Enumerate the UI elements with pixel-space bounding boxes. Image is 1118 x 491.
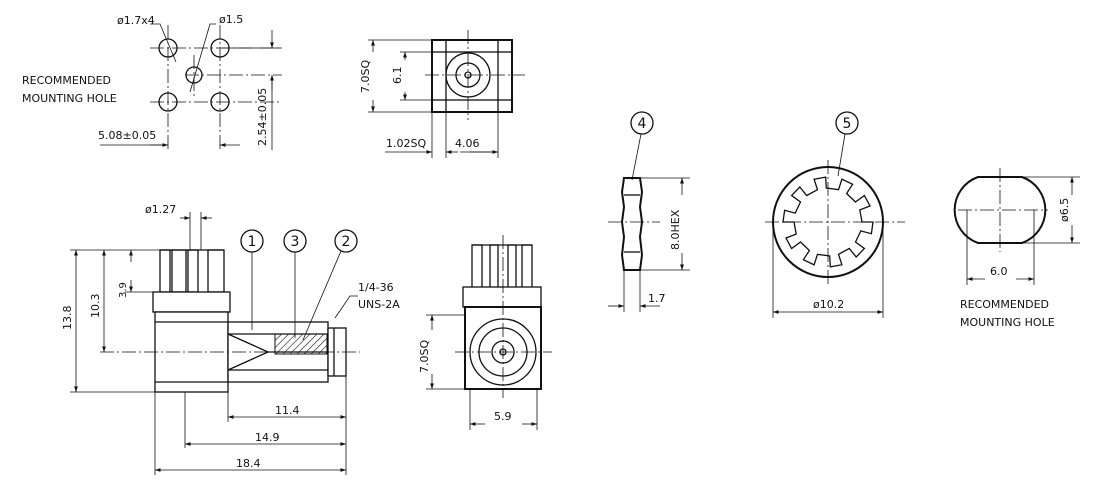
pin-dia-dim: ø1.27 [145, 203, 176, 216]
center-hole-dia-label: ø1.5 [219, 13, 243, 26]
callout-2-label: 2 [342, 234, 351, 250]
pin-pitch-dim: 4.06 [455, 137, 480, 150]
center-hole-circle [185, 66, 203, 84]
spacing-v-dim: 2.54±0.05 [256, 88, 269, 146]
panel-hole-dia-dim: ø6.5 [1058, 198, 1071, 222]
thread-hatch [274, 333, 328, 355]
mounting-label-line2: MOUNTING HOLE [22, 92, 117, 105]
hex-nut-outline [620, 177, 644, 271]
panel-hole-view: ø6.5 6.0 RECOMMENDED MOUNTING HOLE [953, 168, 1080, 329]
top-outer-sq-dim: 7.0SQ [359, 60, 372, 93]
callout-5-label: 5 [843, 116, 852, 132]
panel-hole-flat-dim: 6.0 [990, 265, 1008, 278]
hole-dia-x4-label: ø1.7x4 [117, 14, 155, 27]
hex-nut-view: 4 8.0HEX 1.7 [608, 111, 690, 312]
panel-label-line2: MOUNTING HOLE [960, 316, 1055, 329]
panel-label-line1: RECOMMENDED [960, 298, 1049, 311]
front-width-dim: 5.9 [494, 410, 512, 423]
callout-bubble [334, 229, 358, 253]
hex-size-dim: 8.0HEX [669, 209, 682, 250]
side-view: 3.9 10.3 13.8 ø1.27 11.4 14.9 18.4 1/4-3… [61, 203, 400, 475]
mounting-hole-circle [158, 38, 178, 58]
mounting-label-line1: RECOMMENDED [22, 74, 111, 87]
callout-bubble [835, 111, 859, 135]
callout-3-label: 3 [291, 234, 300, 250]
hex-thickness-dim: 1.7 [648, 292, 666, 305]
top-view: 7.0SQ 6.1 1.02SQ 4.06 [359, 30, 525, 158]
lock-washer-view: 5 ø10.2 [765, 111, 905, 318]
callout-1-label: 1 [248, 234, 257, 250]
thread-spec-line1: 1/4-36 [358, 281, 394, 294]
mounting-hole-circle [158, 92, 178, 112]
side-height-mid-dim: 10.3 [89, 294, 102, 319]
front-view: 7.0SQ 5.9 [418, 235, 552, 430]
side-height-total-dim: 13.8 [61, 306, 74, 331]
mounting-hole-circle [210, 92, 230, 112]
top-inner-dim: 6.1 [391, 67, 404, 85]
len-total-dim: 18.4 [236, 457, 261, 470]
washer-diameter-dim: ø10.2 [813, 298, 844, 311]
len-a-dim: 11.4 [275, 404, 300, 417]
callout-bubble [630, 111, 654, 135]
pin-sq-dim: 1.02SQ [386, 137, 426, 150]
thread-spec-line2: UNS-2A [358, 298, 400, 311]
len-b-dim: 14.9 [255, 431, 280, 444]
side-height-small-dim: 3.9 [118, 282, 129, 298]
mounting-hole-pattern-view: ø1.7x4 ø1.5 RECOMMENDED MOUNTING HOLE 5.… [22, 13, 282, 150]
side-flange [152, 291, 231, 313]
flange-outline [431, 39, 513, 113]
front-outer-sq-dim: 7.0SQ [418, 340, 431, 373]
spacing-h-dim: 5.08±0.05 [98, 129, 156, 142]
callout-4-label: 4 [638, 116, 647, 132]
